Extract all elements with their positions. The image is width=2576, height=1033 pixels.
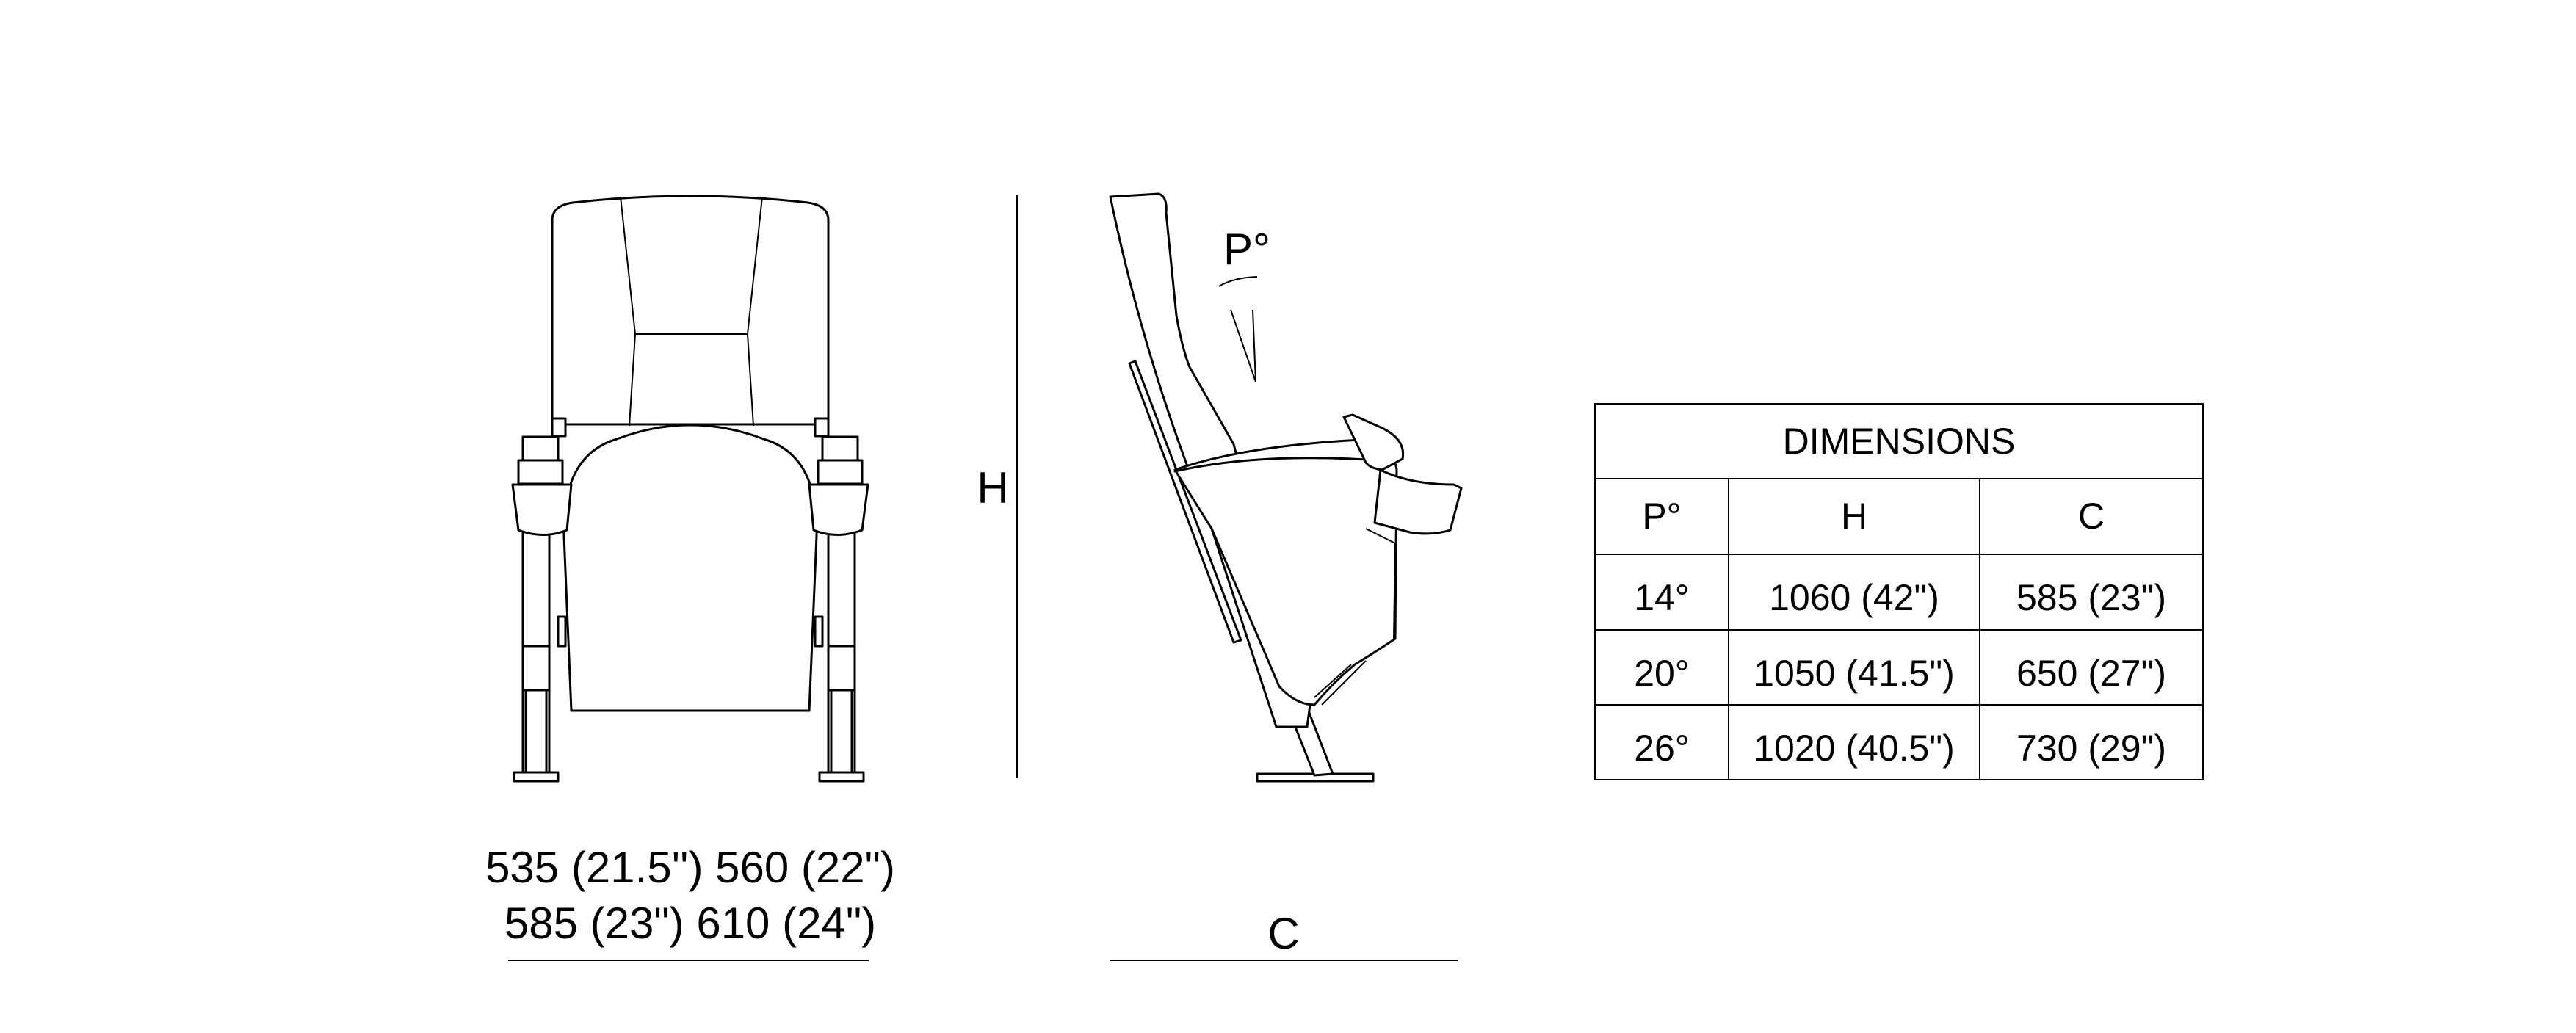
table-cell: 1020 (40.5") [1754,728,1955,769]
depth-label: C [1267,909,1299,958]
front-view-seat [511,195,869,783]
table-cell: 20° [1634,653,1690,694]
right-leg [818,527,865,783]
table-cell: 26° [1634,728,1690,769]
table-cell: 650 (27") [2016,653,2166,694]
angle-arc [1218,276,1258,287]
seat-fold [1314,528,1397,706]
table-cell: 1050 (41.5") [1754,653,1955,694]
side-seat-body [1173,438,1398,706]
angle-lines [1230,309,1256,383]
table-cell: 730 (29") [2016,728,2166,769]
table-header-angle: P° [1642,496,1681,537]
table-header-height: H [1841,496,1867,537]
dimensions-table: DIMENSIONS P° H C 14° 1060 (42") 585 (23… [1594,403,2204,780]
width-dimensions-line1: 535 (21.5'') 560 (22") [485,843,895,892]
side-arm-line [1173,457,1389,473]
left-leg [513,527,560,783]
side-cupholder [1373,468,1463,535]
table-cell: 14° [1634,577,1690,618]
table-title: DIMENSIONS [1783,421,2016,462]
table-cell: 1060 (42") [1769,577,1939,618]
backrest-outline [551,195,830,426]
seat-cushion [562,424,818,712]
table-cell: 585 (23") [2016,577,2166,618]
right-armrest [808,417,869,648]
height-label: H [977,463,1008,512]
backrest-panel-lines [620,196,763,427]
width-dimensions-line2: 585 (23") 610 (24") [504,899,876,948]
side-view-seat [1109,192,1463,783]
side-armrest [1342,413,1405,471]
left-armrest [511,417,573,648]
back-rail [1128,360,1242,644]
angle-label: P° [1223,225,1270,274]
table-header-depth: C [2078,496,2105,537]
